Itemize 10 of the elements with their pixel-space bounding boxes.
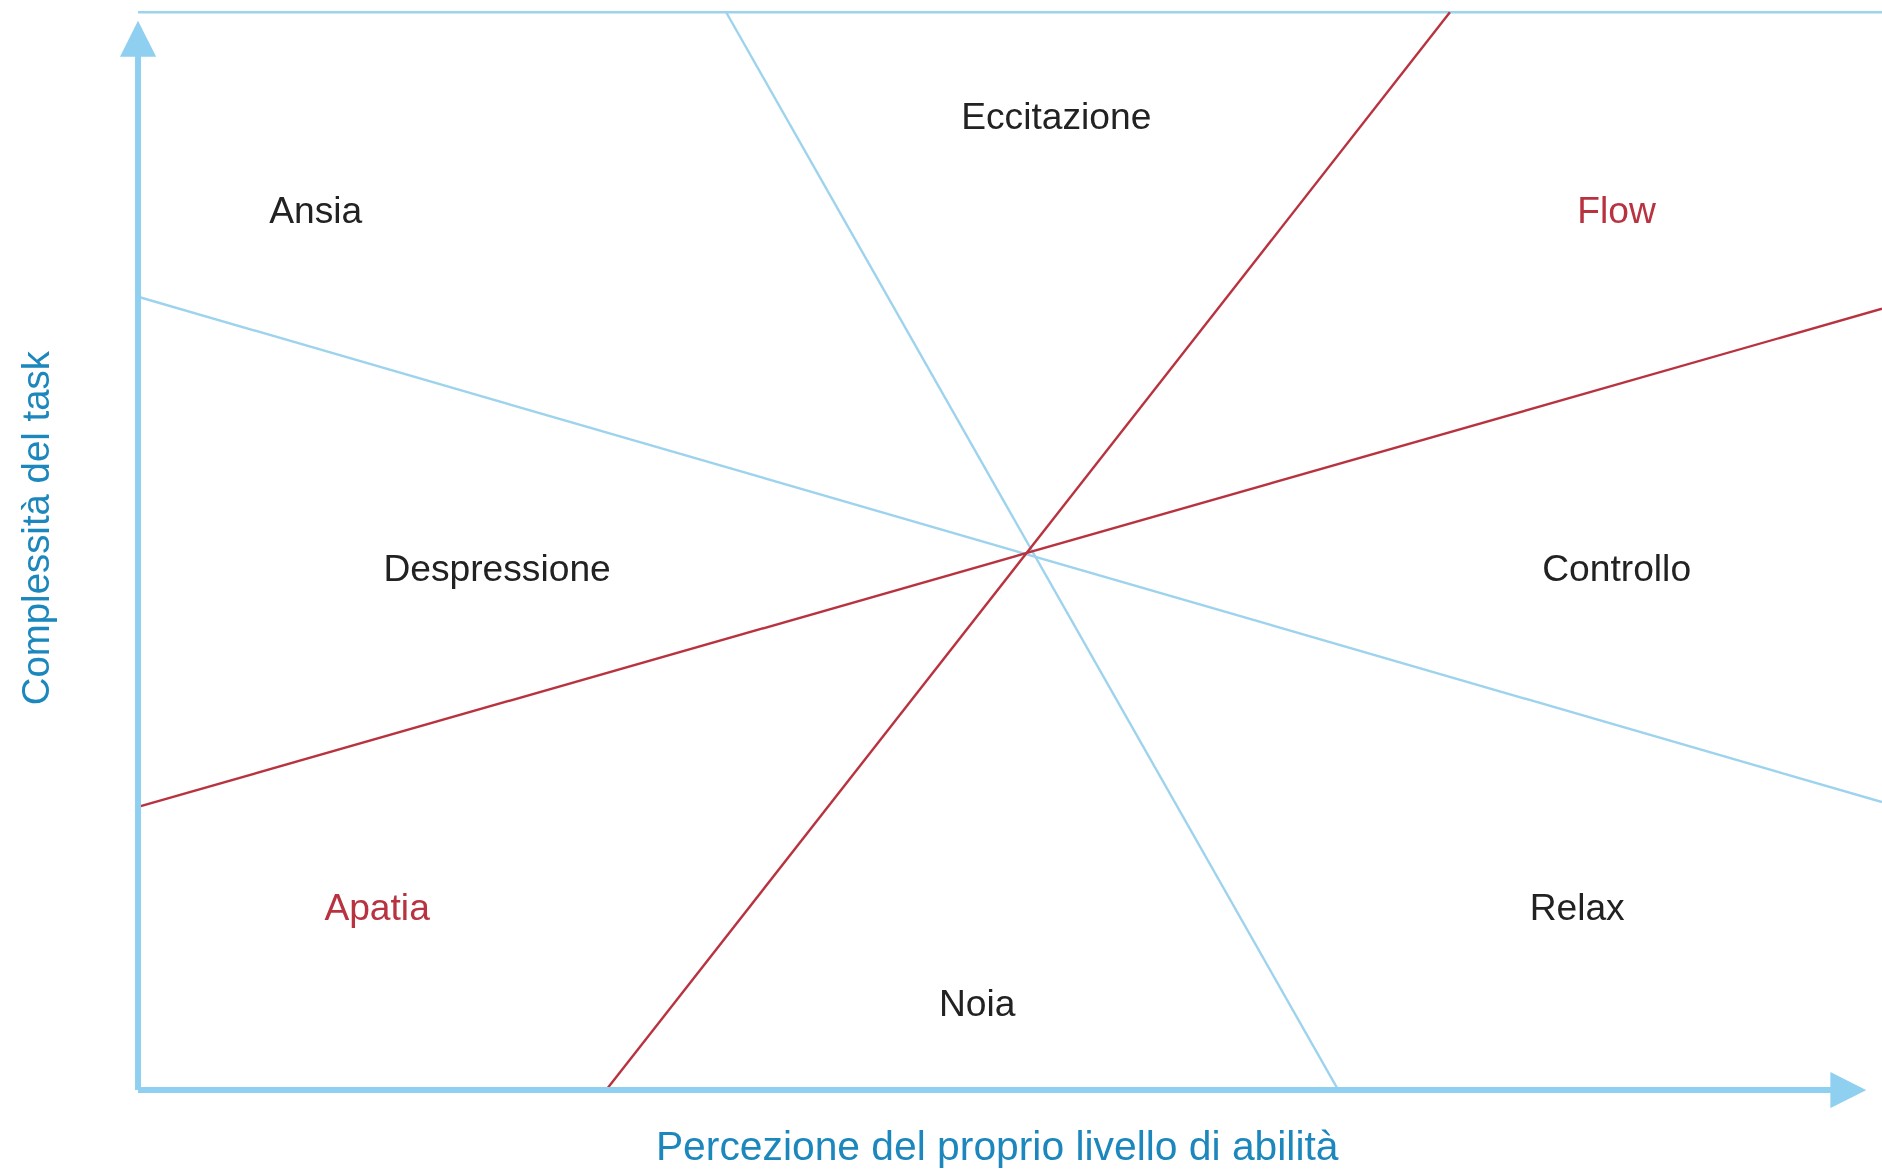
region-label: Despressione [383,550,611,588]
axis-title: Complessità del task [16,351,56,706]
axis-title: Percezione del proprio livello di abilità [655,1125,1339,1167]
region-label: Controllo [1542,550,1692,588]
region-label: Apatia [324,888,430,927]
region-label: Flow [1577,191,1656,229]
region-label: Eccitazione [961,97,1152,136]
region-label: Relax [1529,888,1625,927]
region-label: Ansia [269,191,363,229]
region-label: Noia [939,984,1016,1023]
